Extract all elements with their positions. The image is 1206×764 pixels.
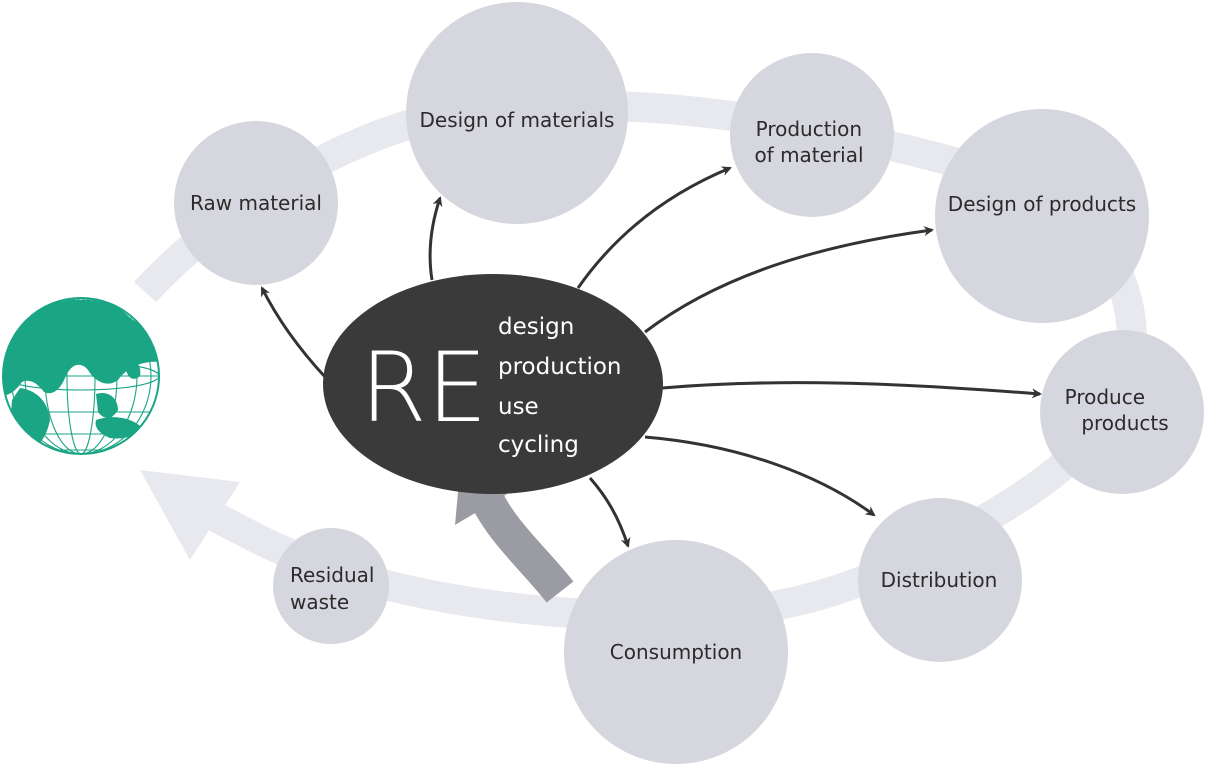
re-letters: RE [360,332,487,444]
node-distribution: Distribution [858,498,1022,662]
node-label: waste [290,590,349,614]
node-label: Raw material [190,191,322,215]
node-produce-products: Produce products [1040,330,1204,494]
node-label: Production [756,117,862,141]
node-design-of-products: Design of products [935,109,1149,323]
arrow-to-design-of-materials [428,196,443,281]
node-production-of-material: Production of material [730,53,894,217]
node-label: Distribution [881,568,998,592]
cycle-track-arrowhead [140,470,240,560]
svg-text:Raw material: Raw material [190,191,322,215]
svg-text:Production of material: Production of material [754,117,868,167]
svg-text:Residual waste: Residual waste [290,563,381,614]
node-design-of-materials: Design of materials [406,2,628,224]
re-word-design: design [498,314,574,340]
re-hub: RE design production use cycling [323,274,663,494]
re-word-cycling: cycling [498,432,579,458]
node-label: Consumption [610,640,742,664]
re-word-production: production [498,354,622,380]
node-consumption: Consumption [564,540,788,764]
re-word-use: use [498,394,539,420]
svg-text:Design of products: Design of products [948,192,1136,216]
arrow-to-consumption [588,477,631,548]
arrow-to-produce-products [661,381,1042,399]
arrow-to-design-of-products [644,226,934,334]
node-residual-waste: Residual waste [273,528,389,644]
svg-text:Produce products: Produce products [1065,385,1169,435]
svg-text:Consumption: Consumption [610,640,742,664]
svg-text:Design of materials: Design of materials [420,108,615,132]
node-label: Design of products [948,192,1136,216]
node-label: products [1081,411,1168,435]
node-raw-material: Raw material [174,121,338,285]
node-label: Residual [290,563,374,587]
node-label: of material [754,143,863,167]
node-label: Design of materials [420,108,615,132]
arrow-to-distribution [644,435,876,517]
hub-arrows [260,166,1042,548]
arrow-to-raw-material [260,286,328,380]
arrow-to-production-of-material [576,166,732,289]
node-label: Produce [1065,385,1145,409]
svg-text:Distribution: Distribution [881,568,998,592]
globe-icon [2,297,160,455]
